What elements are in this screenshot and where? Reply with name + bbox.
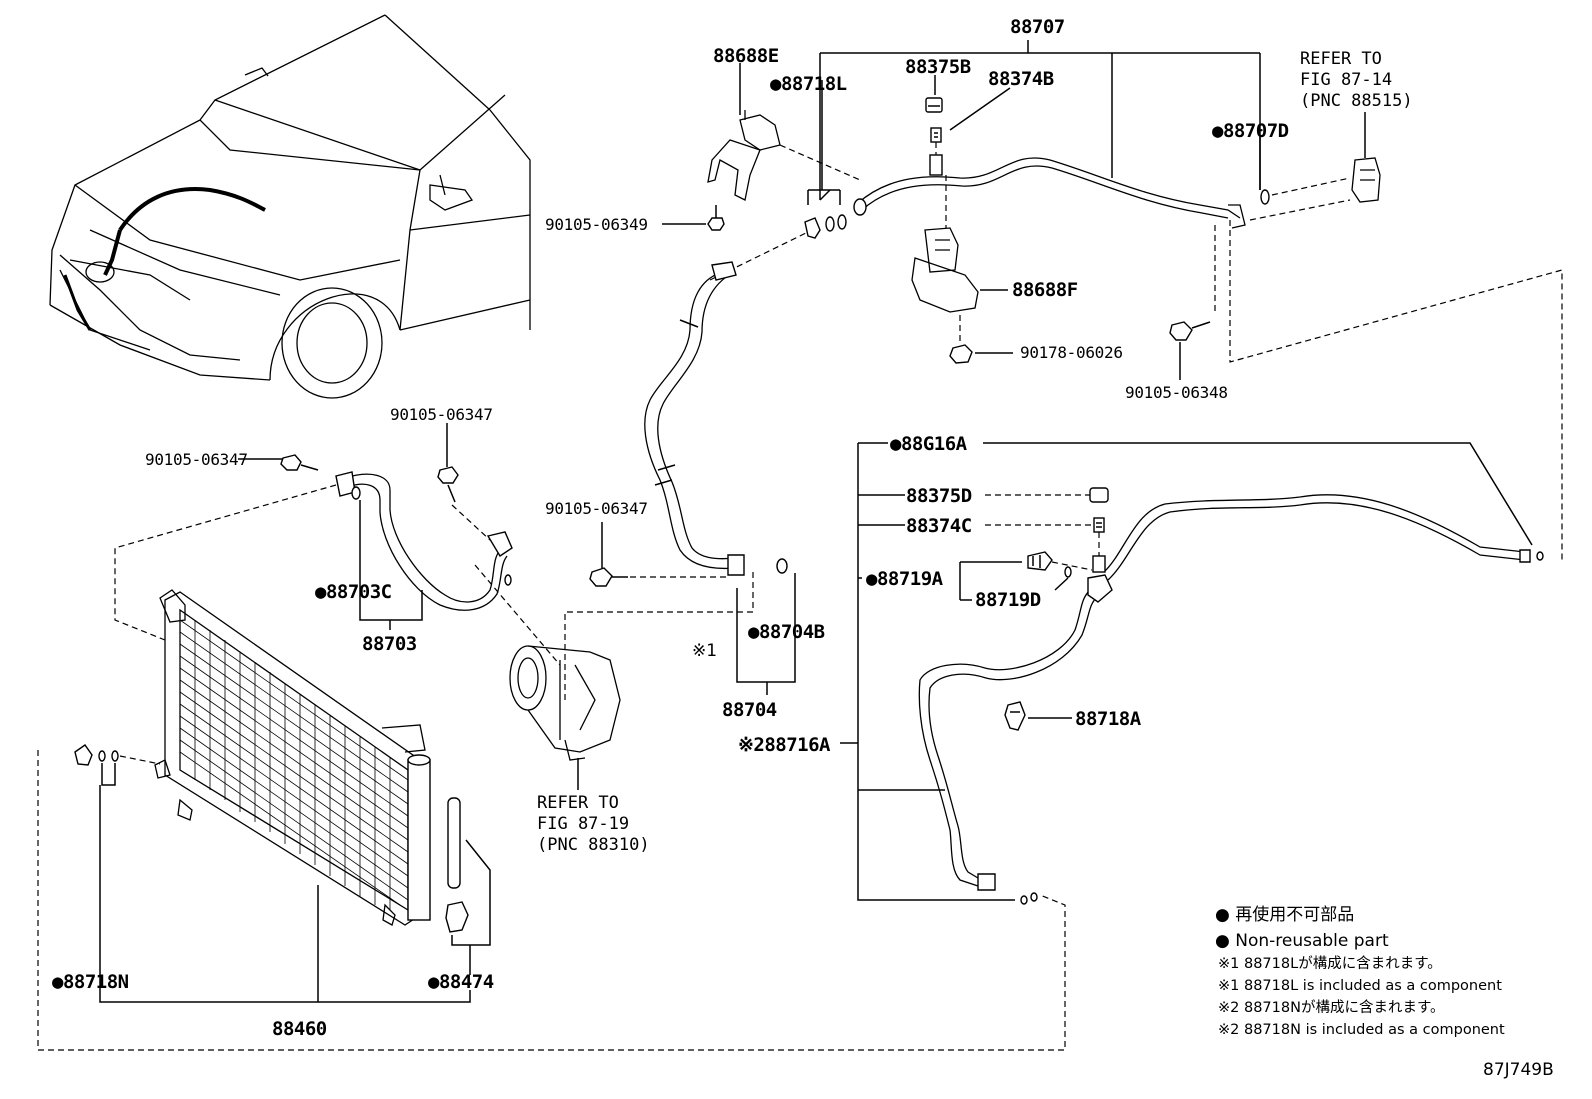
legend-line-2: ● Non-reusable part [1215,931,1389,951]
note1-marker: ※1 [692,641,717,661]
label-88718A: 88718A [1075,708,1142,730]
label-88460: 88460 [272,1018,327,1040]
label-88703C: ●88703C [315,581,392,603]
ref2-line3: (PNC 88310) [537,835,650,855]
label-88707D: ●88707D [1212,120,1289,142]
label-88688E: 88688E [713,45,779,67]
legend-line-4: ※1 88718L is included as a component [1218,978,1502,994]
label-90105-06347-c: 90105-06347 [545,499,648,518]
label-88375B: 88375B [905,56,971,78]
legend-line-1: ● 再使用不可部品 [1215,904,1354,925]
label-88688F: 88688F [1012,279,1078,301]
vehicle-illustration [49,14,531,399]
legend-line-6: ※2 88718N is included as a component [1218,1022,1505,1038]
ref2-line1: REFER TO [537,793,619,813]
label-90178-06026: 90178-06026 [1020,343,1123,362]
ref1-line2: FIG 87-14 [1300,70,1392,90]
legend: ● 再使用不可部品 ● Non-reusable part ※1 88718Lが… [1215,904,1505,1038]
compressor [509,645,621,761]
label-88374C: 88374C [906,515,972,537]
label-88474: ●88474 [428,971,494,993]
ref1-line1: REFER TO [1300,49,1382,69]
label-88707: 88707 [1010,16,1065,38]
label-88G16A: ●88G16A [890,433,968,455]
legend-line-5: ※2 88718Nが構成に含まれます。 [1218,999,1445,1016]
label-90105-06347-b: 90105-06347 [145,450,248,469]
label-88704: 88704 [722,699,777,721]
label-88374B: 88374B [988,68,1054,90]
ref1-line3: (PNC 88515) [1300,91,1413,111]
legend-line-3: ※1 88718Lが構成に含まれます。 [1218,955,1442,972]
label-90105-06348: 90105-06348 [1125,383,1228,402]
label-88375D: 88375D [906,485,972,507]
label-88719A: ●88719A [866,568,944,590]
label-88719D: 88719D [975,589,1041,611]
label-88718N: ●88718N [52,971,129,993]
condenser [154,589,431,926]
label-90105-06349: 90105-06349 [545,215,648,234]
diagram-id: 87J749B [1483,1060,1554,1080]
label-88716A: ※288716A [738,734,831,756]
label-90105-06347-a: 90105-06347 [390,405,493,424]
ref2-line2: FIG 87-19 [537,814,629,834]
label-88718L: ●88718L [770,73,847,95]
label-88703: 88703 [362,633,417,655]
label-88704B: ●88704B [748,621,825,643]
